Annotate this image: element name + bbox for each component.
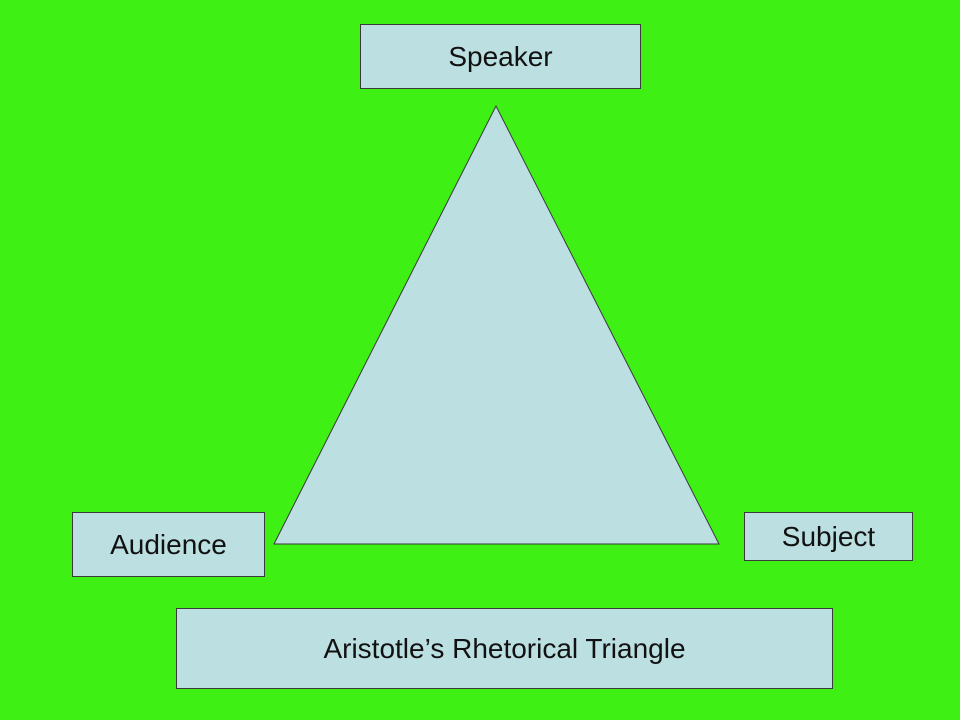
subject-node: Subject [744, 512, 913, 561]
audience-node: Audience [72, 512, 265, 577]
triangle-shape [273, 104, 720, 545]
audience-label: Audience [110, 528, 227, 560]
speaker-node: Speaker [360, 24, 641, 89]
subject-label: Subject [781, 520, 876, 552]
diagram-caption-box: Aristotle’s Rhetorical Triangle [176, 608, 833, 689]
speaker-label: Speaker [448, 40, 553, 72]
diagram-caption: Aristotle’s Rhetorical Triangle [323, 632, 686, 664]
